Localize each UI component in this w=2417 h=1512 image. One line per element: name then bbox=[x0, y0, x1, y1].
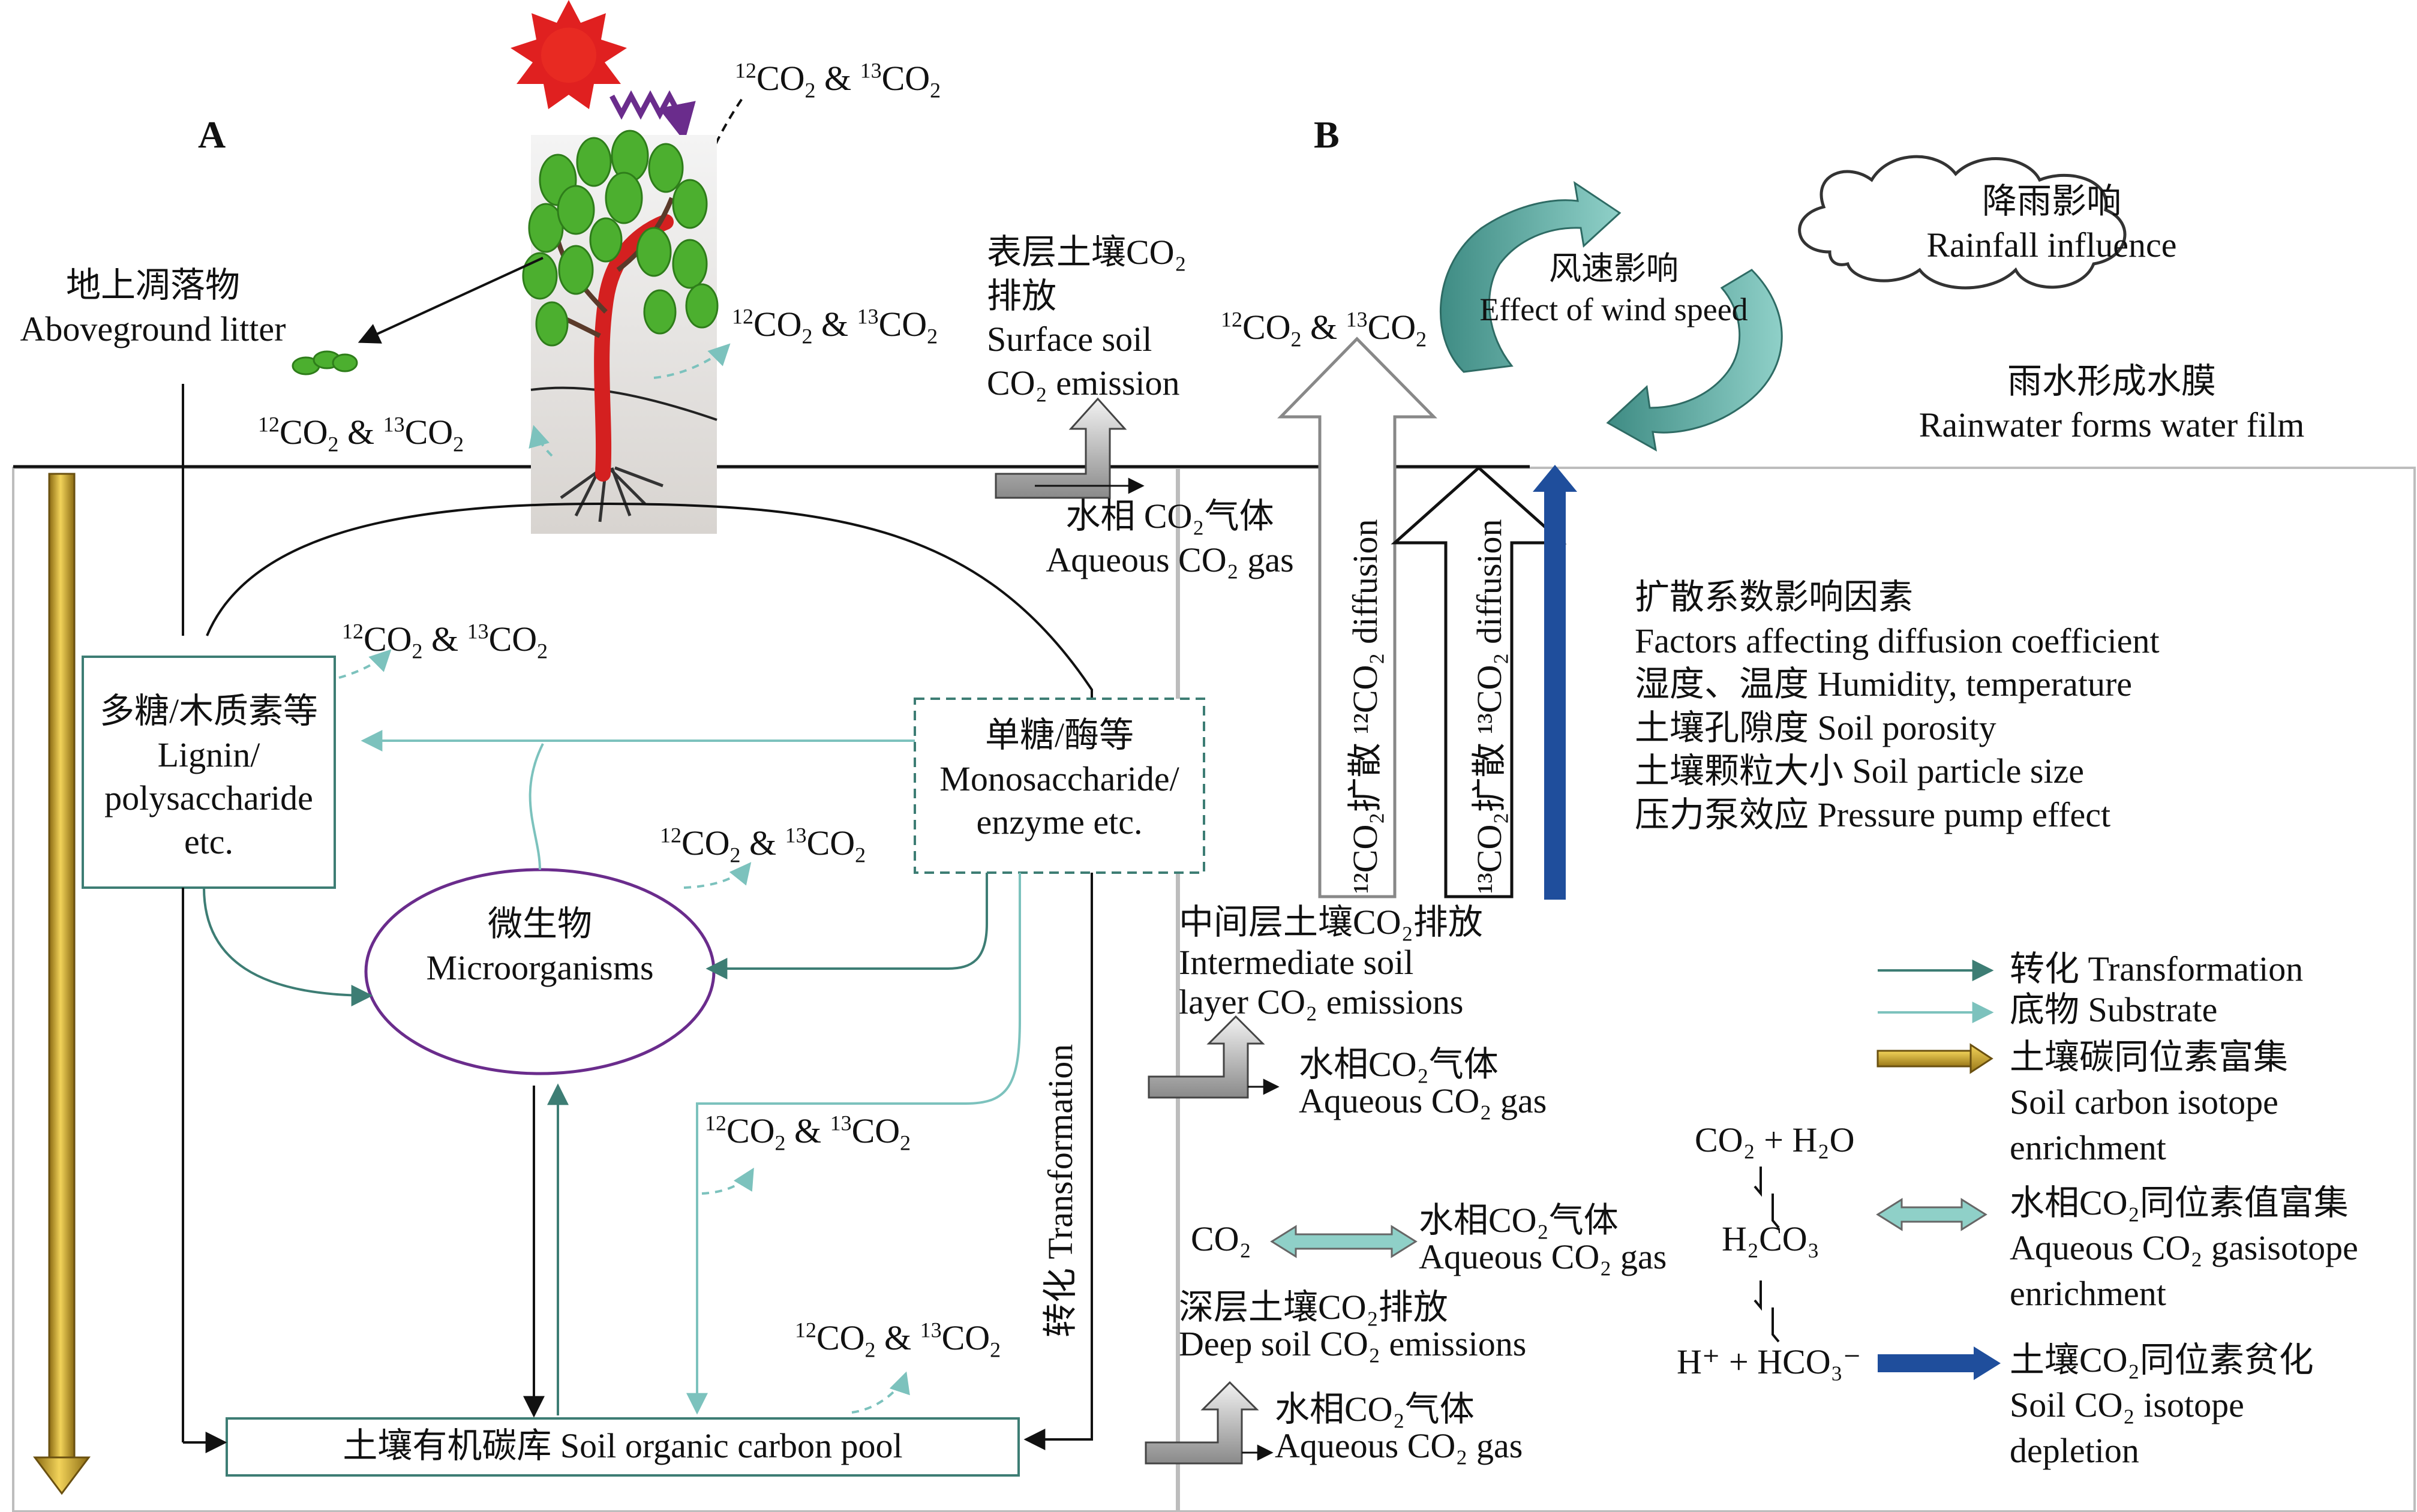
diffusion-12-arrow bbox=[1277, 336, 1437, 898]
monosaccharide-box bbox=[914, 698, 1205, 874]
co2-pair-label: 12CO2 & 13CO2 bbox=[735, 58, 941, 103]
chem-eq1: CO₂ + H₂O bbox=[1695, 1120, 1855, 1159]
gold-arrow-head bbox=[33, 1456, 91, 1495]
legend-transformation-label: 转化 Transformation bbox=[2010, 949, 2304, 988]
diffusion-12-label: ¹²CO₂扩散 ¹²CO₂ diffusion bbox=[1346, 519, 1385, 894]
dashed-emission-arrow bbox=[653, 343, 731, 379]
diffusion-13-label: ¹³CO₂扩散 ¹³CO₂ diffusion bbox=[1470, 519, 1509, 894]
substrate-arrow bbox=[529, 743, 544, 870]
chem-eq3: H⁺ + HCO₃⁻ bbox=[1677, 1342, 1861, 1381]
dashed-emission-arrow bbox=[683, 862, 752, 889]
co2-pair-label: 12CO2 & 13CO2 bbox=[258, 412, 464, 456]
bent-emission-arrow bbox=[995, 397, 1145, 499]
co2-pair-label: 12CO2 & 13CO2 bbox=[732, 304, 938, 348]
cloud-icon bbox=[1798, 155, 2127, 290]
co2-pair-label: 12CO2 & 13CO2 bbox=[795, 1318, 1001, 1362]
equilibrium-double-arrow bbox=[1270, 1225, 1418, 1258]
dashed-emission-arrow bbox=[851, 1371, 910, 1414]
tree-icon bbox=[522, 130, 719, 534]
equilibrium-icon bbox=[1754, 1167, 1780, 1343]
dashed-emission-arrow bbox=[338, 649, 392, 679]
blue-arrow-head bbox=[1533, 465, 1577, 492]
panel-b-frame bbox=[1178, 467, 2416, 1512]
co2-pair-label: 12CO2 & 13CO2 bbox=[660, 823, 866, 867]
legend-gold-arrow bbox=[1876, 1043, 1993, 1074]
chem-eq2: H₂CO₃ bbox=[1722, 1219, 1819, 1258]
co2-eq-left-label: CO₂ bbox=[1191, 1219, 1251, 1258]
litter-icon bbox=[292, 350, 358, 375]
wind-cycle-icon bbox=[1439, 181, 1783, 452]
lignin-box bbox=[82, 656, 336, 889]
soc-pool-label: 土壤有机碳库 Soil organic carbon pool bbox=[343, 1426, 903, 1465]
panel-b-label: B bbox=[1314, 113, 1340, 156]
light-wave-icon bbox=[609, 90, 696, 142]
legend-substrate-label: 底物 Substrate bbox=[2010, 990, 2218, 1029]
co2-pair-label: 12CO2 & 13CO2 bbox=[1221, 307, 1427, 351]
blue-arrow-shaft bbox=[1544, 489, 1566, 900]
panel-a-label: A bbox=[198, 113, 226, 156]
transformation-arrow bbox=[203, 887, 373, 1006]
gold-arrow-shaft bbox=[48, 473, 76, 1459]
dashed-emission-arrow bbox=[529, 425, 553, 457]
bent-emission-arrow bbox=[1148, 1015, 1280, 1099]
transformation-arrow bbox=[705, 873, 988, 979]
transformation-vertical-label: 转化 Transformation bbox=[1041, 1044, 1080, 1337]
co2-pair-label: 12CO2 & 13CO2 bbox=[705, 1111, 911, 1155]
legend-double-arrow bbox=[1876, 1198, 1987, 1231]
sun-icon bbox=[511, 0, 627, 109]
substrate-arrow bbox=[686, 873, 1021, 1415]
factors-block: 扩散系数影响因素 Factors affecting diffusion coe… bbox=[1635, 578, 2160, 834]
transformation-loop-line bbox=[206, 502, 1093, 1450]
co2-pair-label: 12CO2 & 13CO2 bbox=[342, 619, 548, 663]
litter-fall-arrow bbox=[358, 257, 544, 344]
bent-emission-arrow bbox=[1145, 1381, 1274, 1465]
legend-blue-arrow bbox=[1878, 1346, 2001, 1380]
diffusion-13-arrow bbox=[1391, 465, 1567, 898]
dashed-emission-arrow bbox=[701, 1167, 754, 1195]
